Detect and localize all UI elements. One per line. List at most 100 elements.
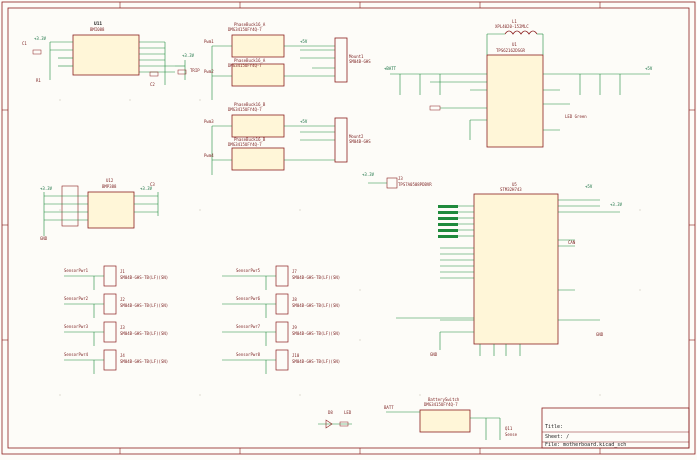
driver-mid-1-ref: J7 <box>292 269 297 274</box>
driver-mid-4-part: SM04B-GHS-TB(LF)(SN) <box>292 359 340 364</box>
buffer-ref: Q11 <box>505 426 513 431</box>
led-ref: D8 <box>328 410 333 415</box>
battery-switch-block: BatterySwitch DMG3415UFY4Q-7 BATT Q11 Se… <box>384 397 518 440</box>
mcu-value: STM32H743 <box>500 187 522 192</box>
svg-text:Sense: Sense <box>505 432 518 437</box>
svg-text:+5V: +5V <box>300 39 308 44</box>
svg-text:C3: C3 <box>150 182 155 187</box>
inductor-value: XPL4020-152MLC <box>495 24 529 29</box>
driver-left-4: SensorPwr4 J4 SM04B-GHS-TB(LF)(SN) <box>64 349 168 374</box>
pwm-b1-title: PhaseBuck16_B <box>234 102 266 107</box>
svg-text:Pwm1: Pwm1 <box>204 39 214 44</box>
dev-ref: J3 <box>398 176 403 181</box>
mid-drivers: SensorPwr5 J7 SM04B-GHS-TB(LF)(SN) Senso… <box>222 265 340 374</box>
driver-left-3-ref: J3 <box>120 325 125 330</box>
svg-text:+3.3V: +3.3V <box>182 53 195 58</box>
regulator-ref: U1 <box>512 42 517 47</box>
top-ic-value: BMI088 <box>90 27 105 32</box>
svg-text:+5V: +5V <box>585 184 593 189</box>
svg-text:R1: R1 <box>36 78 41 83</box>
mid-ic-block: U12 BMP388 +3.3V +3.3V C3 GND <box>40 178 159 241</box>
bottom-fet-title: BatterySwitch <box>428 397 460 402</box>
left-drivers: SensorPwr1 J1 SM04B-GHS-TB(LF)(SN) Senso… <box>64 265 168 374</box>
pwm-b2-title: PhaseBuck16_B <box>234 137 266 142</box>
driver-left-2-net: SensorPwr2 <box>64 296 89 301</box>
pwm-a2-title: PhaseBuck16_A <box>234 58 266 63</box>
c1-label: C1 <box>22 41 27 46</box>
svg-text:+BATT: +BATT <box>384 66 397 71</box>
driver-mid-1-part: SM04B-GHS-TB(LF)(SN) <box>292 275 340 280</box>
dev-block: J3 TPS7A0508PDBVR +3.3V <box>362 172 432 189</box>
driver-left-1-ref: J1 <box>120 269 125 274</box>
conn1-ref: Mount1 <box>349 54 364 59</box>
top-ic-block: U11 BMI088 C1 R1 C2 +3.3V +3.3V TRIP <box>22 21 200 87</box>
driver-mid-2-net: SensorPwr6 <box>236 296 261 301</box>
driver-left-1-net: SensorPwr1 <box>64 268 89 273</box>
driver-mid-4-ref: J10 <box>292 353 300 358</box>
svg-text:BATT: BATT <box>384 405 394 410</box>
pwm-pair-a: PhaseBuck16_A DMG3415UFY4Q-7 PhaseBuck16… <box>204 22 371 100</box>
title-block-title: Title: <box>545 424 563 430</box>
dev-value: TPS7A0508PDBVR <box>398 182 432 187</box>
conn2-ref: Mount2 <box>349 134 364 139</box>
pwm-b2-part: DMG3415UFY4Q-7 <box>228 142 262 147</box>
svg-text:LED Green: LED Green <box>565 114 587 119</box>
bottom-fet-part: DMG3415UFY4Q-7 <box>424 402 458 407</box>
driver-left-4-ref: J4 <box>120 353 125 358</box>
led-value: LED <box>344 410 352 415</box>
svg-text:+5V: +5V <box>300 119 308 124</box>
svg-text:GND: GND <box>430 352 438 357</box>
regulator-block: XPL4020-152MLC L1 U1 TPS62162DSGR +BATT … <box>384 19 653 148</box>
inductor-ref: L1 <box>512 19 517 24</box>
driver-left-3: SensorPwr3 J3 SM04B-GHS-TB(LF)(SN) <box>64 321 168 346</box>
mid-ic-value: BMP388 <box>102 184 117 189</box>
driver-left-4-part: SM04B-GHS-TB(LF)(SN) <box>120 359 168 364</box>
svg-text:TRIP: TRIP <box>190 68 200 73</box>
driver-left-1-part: SM04B-GHS-TB(LF)(SN) <box>120 275 168 280</box>
svg-text:CAN: CAN <box>568 240 576 245</box>
title-block-file: File: motherboard.kicad_sch <box>545 442 626 448</box>
svg-text:+3.3V: +3.3V <box>610 202 623 207</box>
driver-mid-3: SensorPwr7 J9 SM04B-GHS-TB(LF)(SN) <box>222 321 340 346</box>
svg-text:Pwm4: Pwm4 <box>204 153 214 158</box>
driver-mid-2: SensorPwr6 J8 SM04B-GHS-TB(LF)(SN) <box>222 293 340 318</box>
pwm-pair-b: PhaseBuck16_B DMG3415UFY4Q-7 PhaseBuck16… <box>204 102 371 175</box>
pwm-b1-part: DMG3415UFY4Q-7 <box>228 107 262 112</box>
pwm-a1-part: DMG3415UFY4Q-7 <box>228 27 262 32</box>
title-block: Sheet: / File: motherboard.kicad_sch Tit… <box>541 407 690 449</box>
driver-left-2-ref: J2 <box>120 297 125 302</box>
svg-text:C2: C2 <box>150 82 155 87</box>
driver-mid-2-part: SM04B-GHS-TB(LF)(SN) <box>292 303 340 308</box>
svg-text:Pwm2: Pwm2 <box>204 69 214 74</box>
regulator-value: TPS62162DSGR <box>496 48 525 53</box>
mid-ic-ref: U12 <box>106 178 114 183</box>
svg-text:GND: GND <box>596 332 604 337</box>
driver-mid-3-part: SM04B-GHS-TB(LF)(SN) <box>292 331 340 336</box>
svg-text:+3.3V: +3.3V <box>140 186 153 191</box>
driver-left-2-part: SM04B-GHS-TB(LF)(SN) <box>120 303 168 308</box>
frame-ticks <box>2 2 695 454</box>
driver-mid-1: SensorPwr5 J7 SM04B-GHS-TB(LF)(SN) <box>222 265 340 290</box>
driver-mid-4: SensorPwr8 J10 SM04B-GHS-TB(LF)(SN) <box>222 349 340 374</box>
pwm-a1-title: PhaseBuck16_A <box>234 22 266 27</box>
pwm-a2-part: DMG3415UFY4Q-7 <box>228 63 262 68</box>
svg-text:+5V: +5V <box>645 66 653 71</box>
driver-left-3-net: SensorPwr3 <box>64 324 89 329</box>
driver-left-1: SensorPwr1 J1 SM04B-GHS-TB(LF)(SN) <box>64 265 168 290</box>
conn2-value: SM04B-GHS <box>349 139 371 144</box>
driver-mid-3-ref: J9 <box>292 325 297 330</box>
svg-text:Pwm3: Pwm3 <box>204 119 214 124</box>
svg-text:+3.3V: +3.3V <box>40 186 53 191</box>
driver-mid-3-net: SensorPwr7 <box>236 324 261 329</box>
led-block: D8 LED <box>318 410 352 429</box>
mcu-ref: U5 <box>512 182 517 187</box>
grid-dots <box>59 99 641 396</box>
svg-text:+3.3V: +3.3V <box>362 172 375 177</box>
driver-left-4-net: SensorPwr4 <box>64 352 89 357</box>
conn1-value: SM04B-GHS <box>349 59 371 64</box>
driver-mid-1-net: SensorPwr5 <box>236 268 261 273</box>
title-block-sheet: Sheet: / <box>545 434 569 440</box>
